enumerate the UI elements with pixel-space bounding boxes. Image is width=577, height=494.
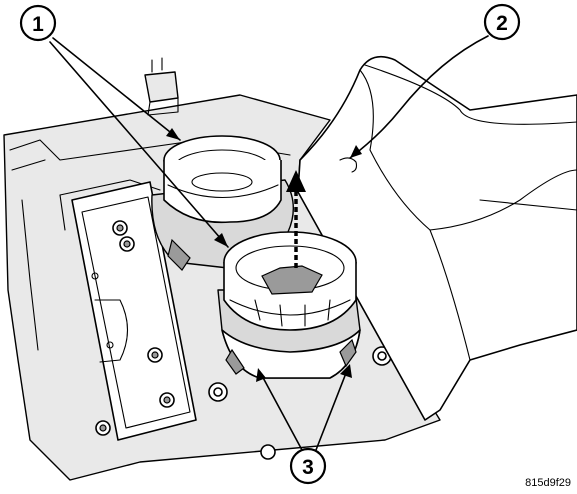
leader-lines: [49, 35, 489, 451]
connector-tab: [144, 57, 179, 116]
bolt-4: [159, 392, 175, 408]
seal-front: [217, 231, 361, 379]
callout-1-label: 1: [32, 13, 44, 36]
mounting-bolts: [95, 220, 392, 460]
bolt-8: [260, 444, 276, 460]
solenoid-shell: [297, 55, 577, 421]
removal-arrow: [286, 170, 306, 268]
callout-3-label: 3: [302, 456, 314, 479]
bolt-6: [208, 382, 228, 402]
bolt-2: [119, 236, 135, 252]
callout-2-label: 2: [496, 12, 508, 35]
callout-2: 2: [483, 3, 521, 41]
figure-id: 815d9f29: [525, 477, 571, 489]
callout-3: 3: [289, 447, 327, 485]
left-panel: [71, 181, 197, 441]
bolt-3: [147, 347, 163, 363]
callout-1: 1: [19, 4, 57, 42]
bolt-5: [95, 420, 111, 436]
bolt-1: [112, 220, 128, 236]
